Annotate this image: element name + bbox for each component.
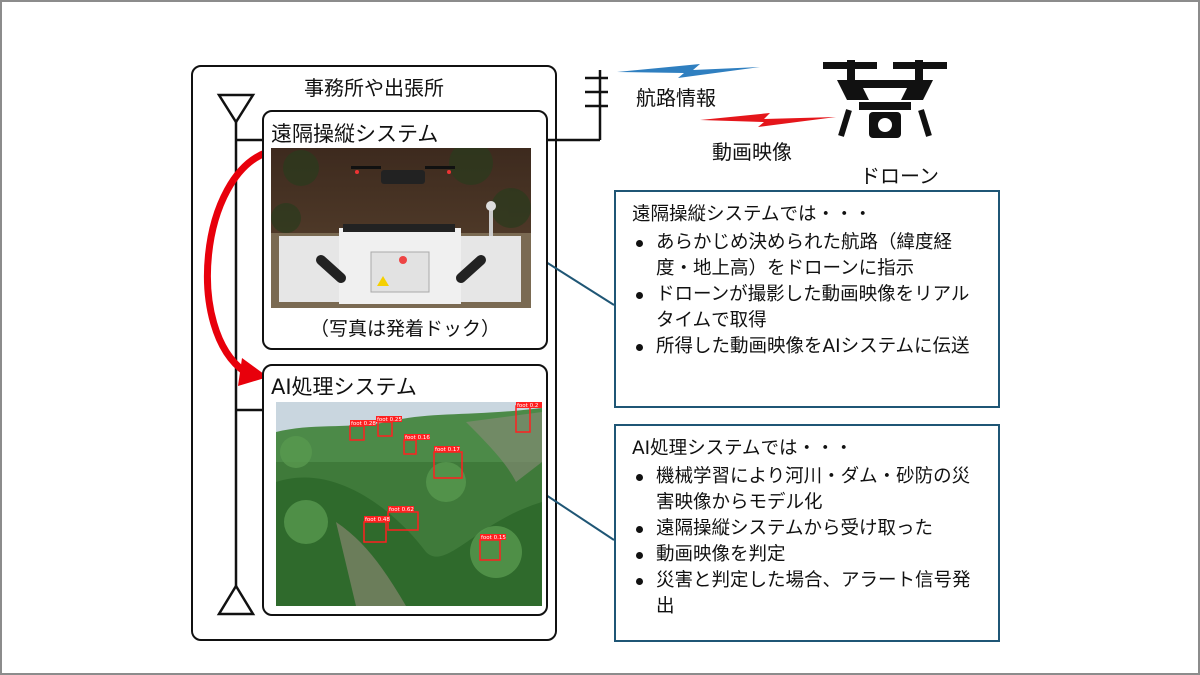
detection-label: foot 0.2 xyxy=(517,403,538,409)
dock-photo-caption: （写真は発着ドック） xyxy=(309,318,500,340)
remote-system-title: 遠隔操縦システム xyxy=(271,122,439,146)
ai-callout-item: 災害と判定した場合、アラート信号発出 xyxy=(632,568,984,620)
detection-label: foot 0.28 xyxy=(351,421,376,427)
route-info-label: 航路情報 xyxy=(636,86,716,110)
office-box xyxy=(191,65,557,641)
dock-photo xyxy=(271,148,531,308)
detection-label: foot 0.15 xyxy=(481,535,506,541)
transfer-arrowhead-icon xyxy=(238,358,268,386)
video-label: 動画映像 xyxy=(712,140,792,164)
ai-callout-item: 遠隔操縦システムから受け取った xyxy=(632,516,984,542)
remote-callout: 遠隔操縦システムでは・・・ あらかじめ決められた航路（緯度経度・地上高）をドロー… xyxy=(614,190,1000,408)
ai-callout-item: 動画映像を判定 xyxy=(632,542,984,568)
office-title: 事務所や出張所 xyxy=(304,76,444,100)
ai-callout: AI処理システムでは・・・ 機械学習により河川・ダム・砂防の災害映像からモデル化… xyxy=(614,424,1000,642)
detection-label: foot 0.48 xyxy=(365,517,390,523)
remote-callout-item: あらかじめ決められた航路（緯度経度・地上高）をドローンに指示 xyxy=(632,230,984,282)
transfer-arrow xyxy=(204,148,270,375)
ai-detection-photo: foot 0.28 foot 0.25 foot 0.16 foot 0.17 … xyxy=(276,402,542,606)
ai-callout-item: 機械学習により河川・ダム・砂防の災害映像からモデル化 xyxy=(632,464,984,516)
antenna-bottom-icon xyxy=(216,583,256,616)
antenna-top-icon xyxy=(216,93,256,125)
ai-system-title: AI処理システム xyxy=(271,375,417,399)
drone-label: ドローン xyxy=(860,164,939,188)
detection-label: foot 0.16 xyxy=(405,435,430,441)
remote-callout-item: ドローンが撮影した動画映像をリアルタイムで取得 xyxy=(632,282,984,334)
detection-label: foot 0.62 xyxy=(389,507,414,513)
detection-label: foot 0.17 xyxy=(435,447,460,453)
drone-icon xyxy=(823,60,947,138)
remote-callout-item: 所得した動画映像をAIシステムに伝送 xyxy=(632,334,984,360)
video-signal-icon xyxy=(700,113,836,127)
ai-callout-title: AI処理システムでは・・・ xyxy=(632,438,854,459)
detection-label: foot 0.25 xyxy=(377,417,402,423)
remote-callout-title: 遠隔操縦システムでは・・・ xyxy=(632,204,872,225)
route-signal-icon xyxy=(617,64,760,78)
